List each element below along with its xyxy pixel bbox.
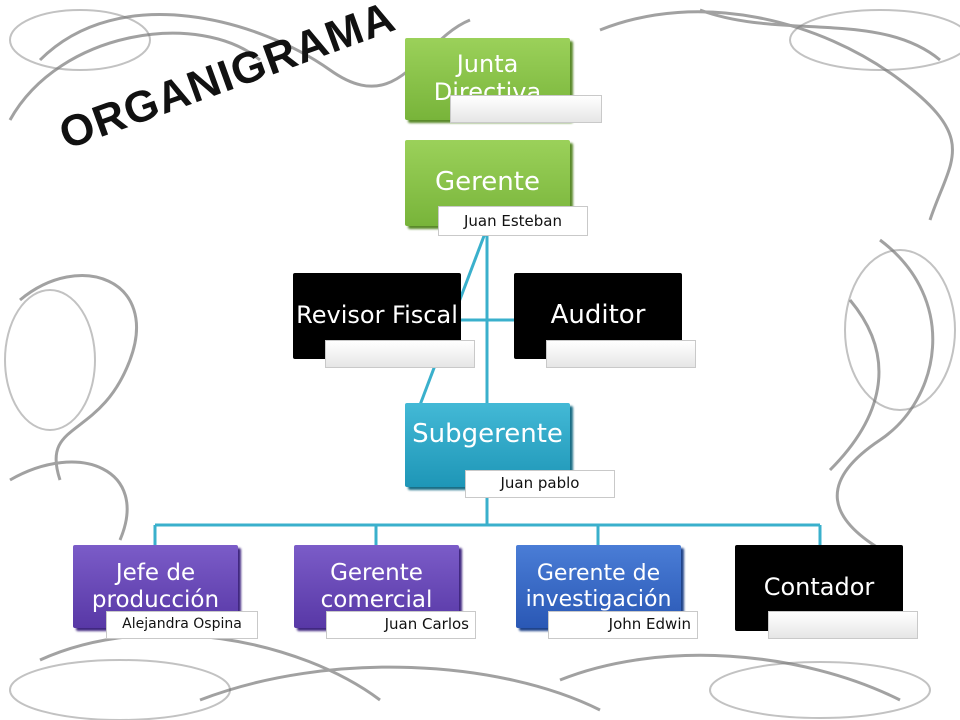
node-label: Revisor Fiscal [296, 301, 458, 330]
node-label: Auditor [550, 300, 646, 331]
name-tag-gerente: Juan Esteban [438, 206, 588, 236]
node-label: Subgerente [412, 419, 563, 450]
node-label: Gerente de investigación [525, 561, 672, 612]
name-tag-jefe-produccion: Alejandra Ospina [106, 611, 258, 639]
name-tag-contador [768, 611, 918, 639]
name-tag-gerente-comercial: Juan Carlos [326, 611, 476, 639]
node-label: Contador [763, 573, 875, 602]
name-tag-junta-directiva [450, 95, 602, 123]
name-tag-revisor-fiscal [325, 340, 475, 368]
node-label: Gerente comercial [320, 560, 433, 613]
node-label: Gerente [435, 167, 540, 198]
name-tag-auditor [546, 340, 696, 368]
node-label: Jefe de producción [91, 560, 220, 613]
name-tag-subgerente: Juan pablo [465, 470, 615, 498]
name-tag-gerente-investigacion: John Edwin [548, 611, 698, 639]
